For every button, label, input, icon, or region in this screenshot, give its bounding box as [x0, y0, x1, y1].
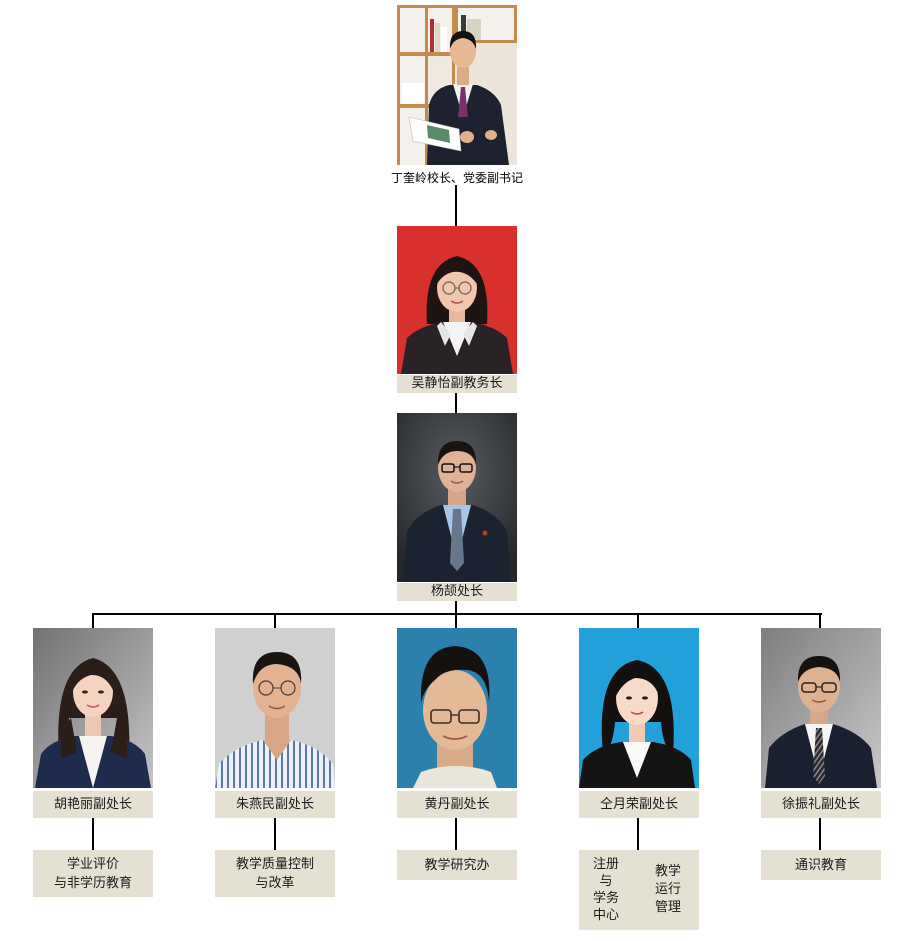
deputy-director-name-label: 黄丹副处长: [397, 791, 517, 818]
deputy-director-photo: [761, 628, 881, 788]
vice-provost-name-label: 吴静怡副教务长: [397, 375, 517, 393]
connector-line: [92, 613, 94, 628]
department-label: 学务: [592, 891, 619, 906]
deputy-director-name-label: 徐振礼副处长: [761, 791, 881, 818]
department-box: 注册 与 学务 中心 教学 运行 管理: [579, 850, 699, 930]
connector-line: [455, 601, 457, 614]
department-box: 教学研究办: [397, 850, 517, 880]
connector-line: [92, 818, 94, 850]
top-leader-photo: [397, 5, 517, 165]
department-label: 与非学历教育: [53, 875, 132, 891]
connector-line: [455, 185, 457, 226]
department-box: 通识教育: [761, 850, 881, 880]
connector-line: [274, 818, 276, 850]
department-label: 学业评价: [66, 856, 119, 872]
department-label: 管理: [654, 900, 681, 915]
connector-horizontal-bar: [92, 613, 822, 615]
department-label: 与: [599, 874, 613, 889]
connector-line: [455, 393, 457, 413]
department-label: 运行: [654, 882, 681, 897]
department-box: 学业评价 与非学历教育: [33, 850, 153, 897]
department-label: 通识教育: [794, 857, 847, 873]
department-label: 教学研究办: [424, 857, 490, 873]
connector-line: [637, 613, 639, 628]
deputy-director-photo: [397, 628, 517, 788]
deputy-director-photo: [33, 628, 153, 788]
director-photo: [397, 413, 517, 582]
deputy-director-photo: [215, 628, 335, 788]
connector-line: [455, 613, 457, 628]
department-label: 教学: [654, 864, 681, 879]
vice-provost-photo: [397, 226, 517, 374]
department-column: 注册 与 学务 中心: [584, 856, 628, 924]
connector-line: [819, 613, 821, 628]
top-leader-caption: 丁奎岭校长、党委副书记: [390, 171, 523, 185]
connector-line: [274, 613, 276, 628]
deputy-director-photo: [579, 628, 699, 788]
connector-line: [455, 818, 457, 850]
department-label: 中心: [592, 908, 619, 923]
deputy-director-name-label: 仝月荣副处长: [579, 791, 699, 818]
department-label: 教学质量控制: [235, 856, 314, 872]
department-column: 教学 运行 管理: [646, 863, 690, 917]
connector-line: [637, 818, 639, 850]
director-name-label: 杨颉处长: [397, 583, 517, 601]
department-box: 教学质量控制 与改革: [215, 850, 335, 897]
department-label: 与改革: [255, 875, 295, 891]
deputy-director-name-label: 胡艳丽副处长: [33, 791, 153, 818]
connector-line: [819, 818, 821, 850]
deputy-director-name-label: 朱燕民副处长: [215, 791, 335, 818]
department-label: 注册: [592, 857, 619, 872]
